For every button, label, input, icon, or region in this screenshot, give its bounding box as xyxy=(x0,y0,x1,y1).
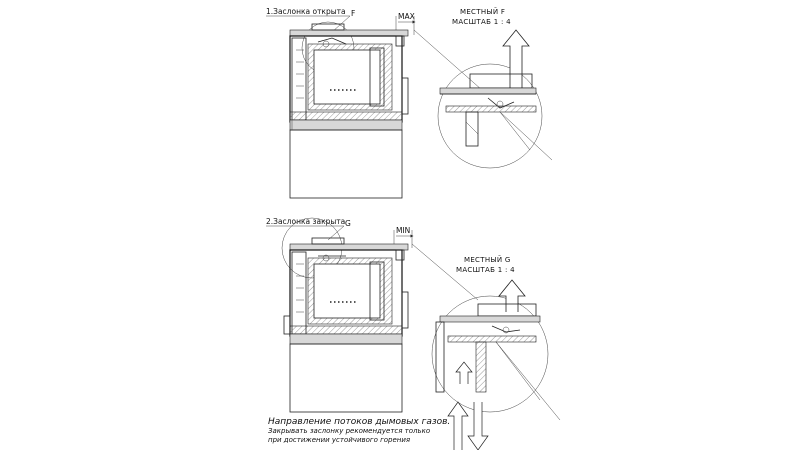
view1-section-drawing: 1.Заслонка открыта F MAX xyxy=(266,7,553,199)
view1-stand xyxy=(289,129,403,199)
view2-stand xyxy=(289,343,403,413)
view1-firebox xyxy=(313,49,381,105)
view2-callout-letter: G xyxy=(345,219,351,228)
note-title: Направление потоков дымовых газов. xyxy=(268,417,450,427)
view1-caption: 1.Заслонка открыта xyxy=(266,7,346,16)
view1-flow-arrow xyxy=(502,29,530,90)
flow-note: Направление потоков дымовых газов. Закры… xyxy=(268,417,450,444)
view2-flow-arrow-in xyxy=(447,401,469,450)
view1-detail-circle-large xyxy=(437,63,543,169)
view1-callout-letter: F xyxy=(351,9,355,18)
view2-section-drawing: 2.Заслонка закрыта G MIN МЕСТНЫЙ G xyxy=(266,217,561,450)
view2-detail-title: МЕСТНЫЙ G xyxy=(464,255,511,264)
note-line-1: Закрывать заслонку рекомендуется только xyxy=(268,427,430,435)
view2-dimension-label: MIN xyxy=(396,226,410,235)
view1-detail-title: МЕСТНЫЙ F xyxy=(460,7,505,16)
view2-detail-circle-large xyxy=(431,295,549,413)
view1-dimension-label: MAX xyxy=(398,12,415,21)
view2-detail-scale: МАСШТАБ 1 : 4 xyxy=(456,266,515,274)
view2-flow-arrow-up xyxy=(498,279,526,312)
view2-caption: 2.Заслонка закрыта xyxy=(266,217,345,226)
view2-firebox xyxy=(313,263,381,319)
view2-flow-arrow-out xyxy=(467,402,489,450)
note-line-2: при достижении устойчивого горения xyxy=(268,436,410,444)
view1-detail-scale: МАСШТАБ 1 : 4 xyxy=(452,18,511,26)
